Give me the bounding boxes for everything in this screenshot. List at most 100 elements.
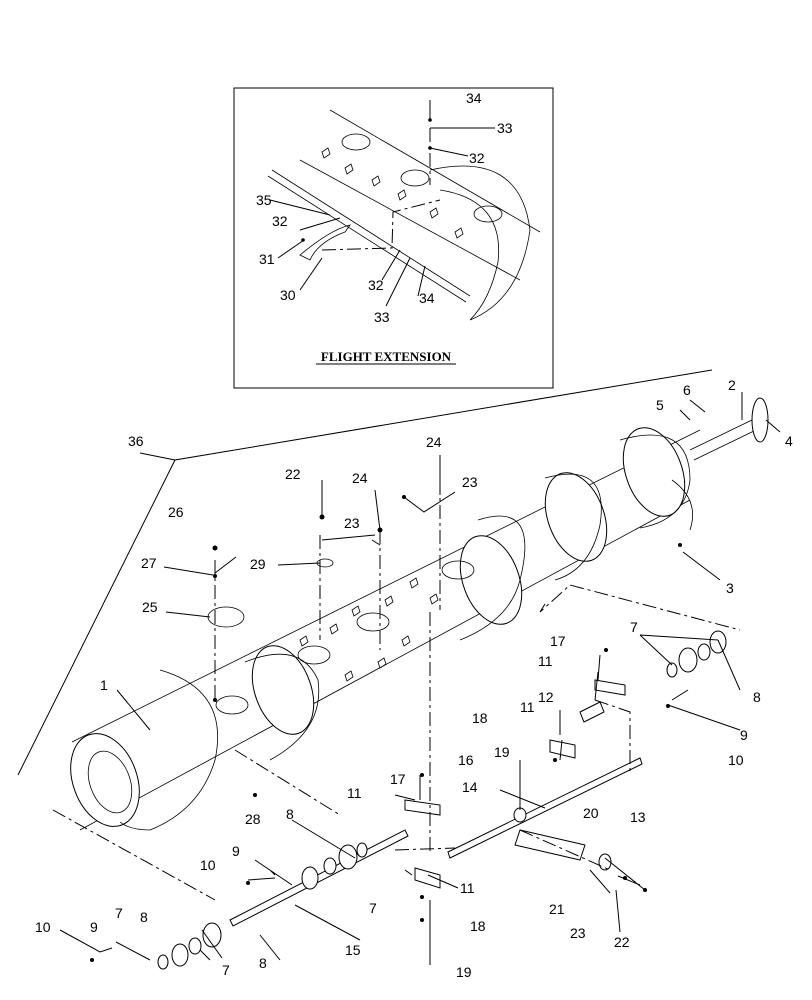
callout-10: 10	[728, 752, 744, 768]
inset-hole	[473, 205, 503, 223]
callout-2: 2	[728, 377, 736, 393]
callout-26: 26	[168, 504, 184, 520]
callout-34: 34	[419, 290, 435, 306]
inset-tube-edge	[267, 169, 471, 303]
bearing-group-left	[157, 922, 222, 970]
tube-section-joint	[251, 645, 315, 735]
callout-32: 32	[272, 213, 288, 229]
callout-33: 33	[497, 120, 513, 136]
cover-plate	[207, 606, 245, 628]
flighting	[119, 669, 219, 831]
bracket	[549, 739, 576, 759]
shield-plate	[514, 829, 586, 861]
callout-27: 27	[141, 555, 157, 571]
callout-7: 7	[630, 619, 638, 635]
drive-shaft	[689, 419, 757, 461]
callout-10: 10	[200, 857, 216, 873]
collar	[513, 807, 527, 823]
callout-11: 11	[520, 699, 535, 715]
callout-29: 29	[250, 556, 266, 572]
callout-17: 17	[550, 633, 566, 649]
callout-11: 11	[538, 653, 553, 669]
callout-8: 8	[259, 955, 267, 971]
callout-6: 6	[683, 382, 691, 398]
callout-7: 7	[222, 962, 230, 978]
tube-hole	[297, 645, 331, 665]
inset-assembly-line	[321, 199, 441, 251]
callout-24: 24	[352, 470, 368, 486]
callout-4: 4	[785, 433, 793, 449]
flighting	[459, 515, 526, 641]
callout-7: 7	[115, 905, 123, 921]
inset-hole	[400, 169, 430, 187]
callout-9: 9	[232, 843, 240, 859]
inset-panel-edge	[299, 109, 541, 281]
callout-leaders	[163, 455, 456, 618]
bearing-group-right	[666, 630, 727, 678]
callout-7: 7	[369, 900, 377, 916]
callout-9: 9	[740, 727, 748, 743]
callout-34: 34	[466, 90, 482, 106]
callout-36: 36	[128, 433, 144, 449]
callout-23: 23	[462, 474, 478, 490]
inset-hole	[341, 133, 371, 151]
callout-18: 18	[472, 710, 488, 726]
callout-18: 18	[470, 918, 486, 934]
tube-section-joint	[459, 535, 523, 625]
callout-8: 8	[753, 689, 761, 705]
inset-flight-extension-piece	[299, 224, 351, 261]
flighting	[244, 653, 320, 761]
callout-30: 30	[280, 287, 296, 303]
callout-17: 17	[390, 771, 406, 787]
inset-pointer-lines	[17, 369, 713, 776]
callout-8: 8	[286, 806, 294, 822]
callout-19: 19	[456, 964, 472, 980]
callout-31: 31	[259, 251, 275, 267]
inset-flight-arc	[429, 165, 531, 321]
tube-slots	[299, 577, 439, 682]
tube-end-left	[70, 733, 140, 827]
auger-tube	[71, 429, 701, 831]
callout-11: 11	[347, 785, 362, 801]
tube-section-joint	[544, 472, 608, 562]
bracket	[414, 867, 441, 889]
callout-20: 20	[583, 805, 599, 821]
callout-13: 13	[630, 809, 646, 825]
callout-33: 33	[374, 309, 390, 325]
callout-28: 28	[245, 811, 261, 827]
callout-10: 10	[35, 919, 51, 935]
bearing-group-middle	[301, 842, 368, 890]
flight-extension-inset: 34 33 32 35 32 31 30 32 33 34 FLIGHT EXT…	[233, 87, 554, 389]
callout-12: 12	[538, 689, 554, 705]
callout-21: 21	[549, 901, 565, 917]
callout-16: 16	[458, 752, 474, 768]
bushing	[579, 701, 605, 723]
sprocket	[598, 853, 612, 871]
callout-11: 11	[460, 880, 475, 896]
callout-35: 35	[256, 192, 272, 208]
callout-3: 3	[726, 580, 734, 596]
end-plate	[751, 397, 769, 443]
callout-1: 1	[100, 677, 108, 693]
tube-end-right	[622, 427, 686, 517]
callout-14: 14	[462, 779, 478, 795]
callout-25: 25	[142, 599, 158, 615]
callout-24: 24	[426, 434, 442, 450]
inset-frame	[233, 87, 554, 389]
flighting	[619, 434, 691, 529]
callout-15: 15	[345, 942, 361, 958]
callout-23: 23	[344, 515, 360, 531]
callout-9: 9	[90, 919, 98, 935]
assembly-lines	[52, 480, 741, 901]
tube-hole	[356, 612, 390, 632]
callout-8: 8	[140, 909, 148, 925]
inset-slots	[321, 147, 464, 239]
bracket	[404, 799, 441, 816]
callout-22: 22	[285, 466, 301, 482]
auger-assembly: 1 2 3 4 5 6 7 8 9 10 11 12 11 18 19 13 1…	[17, 369, 793, 980]
bracket	[594, 679, 626, 696]
callout-5: 5	[656, 397, 664, 413]
inset-leaders	[269, 100, 495, 307]
callout-32: 32	[469, 150, 485, 166]
